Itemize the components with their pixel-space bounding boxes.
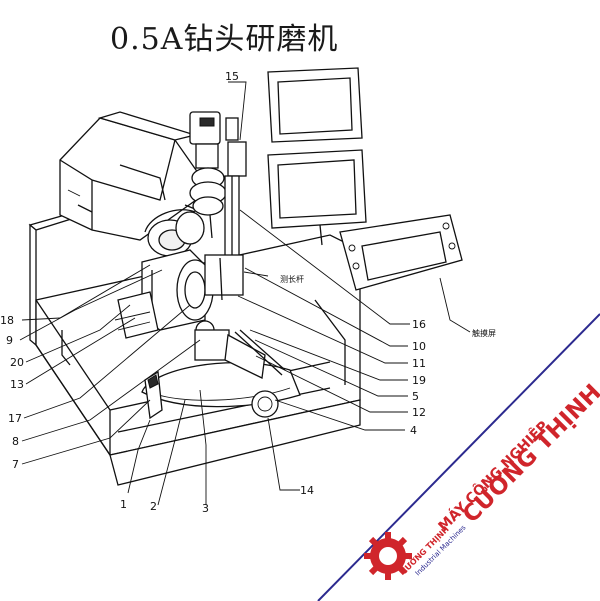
callout-13: 13 — [10, 378, 24, 391]
upper-monitor — [267, 67, 363, 143]
callout-12: 12 — [412, 406, 426, 419]
gear-logo-icon — [364, 532, 412, 580]
label-measure-rod: 测长杆 — [280, 274, 304, 284]
callout-4: 4 — [410, 424, 417, 437]
callout-17: 17 — [8, 412, 22, 425]
callout-15: 15 — [225, 70, 239, 83]
callout-14: 14 — [300, 484, 314, 497]
callout-8: 8 — [12, 435, 19, 448]
callout-18: 18 — [0, 314, 14, 327]
rotary-table — [141, 320, 301, 420]
grinding-wheel — [144, 204, 213, 257]
callout-9: 9 — [6, 334, 13, 347]
callout-16: 16 — [412, 318, 426, 331]
callout-20: 20 — [10, 356, 24, 369]
work-head — [114, 249, 244, 339]
callout-7: 7 — [12, 458, 19, 471]
callout-19: 19 — [412, 374, 426, 387]
watermark-line2: CƯỜNG THỊNH — [456, 378, 600, 528]
callout-5: 5 — [412, 390, 419, 403]
leader-lines — [19, 81, 471, 506]
callout-3: 3 — [202, 502, 209, 515]
grinder-housing — [59, 111, 211, 241]
diagram-title: 0.5A钻头研磨机 — [110, 22, 339, 57]
callout-2: 2 — [150, 500, 157, 513]
label-touchscreen: 触摸屏 — [472, 328, 496, 338]
touchscreen-device — [339, 214, 463, 291]
callout-10: 10 — [412, 340, 426, 353]
callout-1: 1 — [120, 498, 127, 511]
callout-11: 11 — [412, 357, 426, 370]
callout-numbers: 15 18 9 20 13 17 8 7 1 2 3 14 16 10 11 1… — [0, 70, 496, 515]
lower-monitor — [267, 149, 367, 246]
